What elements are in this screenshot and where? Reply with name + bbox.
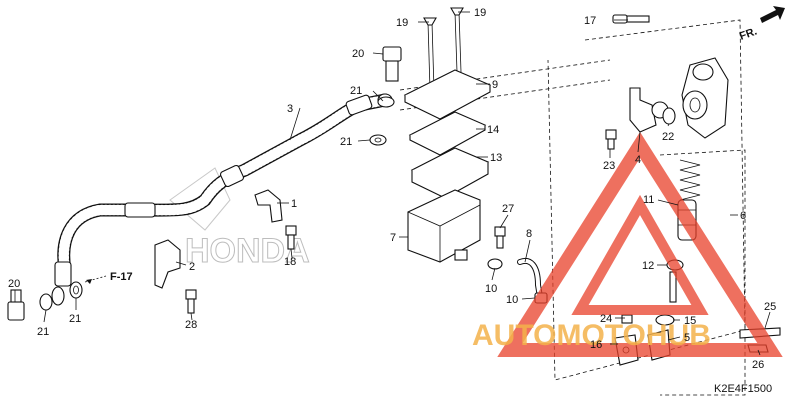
label-part-9: 9 bbox=[492, 79, 498, 91]
label-part-8: 8 bbox=[526, 228, 532, 240]
background-brand-logo: HONDA bbox=[169, 167, 310, 271]
label-part-10-left: 10 bbox=[485, 283, 497, 295]
label-part-6: 6 bbox=[740, 210, 746, 222]
label-part-5: 5 bbox=[684, 332, 690, 344]
label-part-21-mid: 21 bbox=[340, 136, 352, 148]
label-part-24: 24 bbox=[600, 313, 612, 325]
label-part-26: 26 bbox=[752, 359, 764, 371]
hose-clamps bbox=[154, 189, 297, 314]
label-part-21-right: 21 bbox=[69, 313, 81, 325]
label-part-21-left: 21 bbox=[37, 326, 49, 338]
watermark-text: AUTOMOTOHUB bbox=[472, 319, 711, 352]
leader-lines bbox=[14, 11, 771, 356]
direction-label: FR. bbox=[738, 25, 759, 42]
label-part-4: 4 bbox=[635, 154, 641, 166]
label-part-15: 15 bbox=[684, 315, 696, 327]
label-part-10-right: 10 bbox=[506, 294, 518, 306]
label-part-13: 13 bbox=[490, 152, 502, 164]
brake-hose bbox=[54, 93, 393, 287]
label-part-25: 25 bbox=[764, 301, 776, 313]
part-labels: 3 1 2 18 28 21 21 20 20 21 21 19 19 9 14… bbox=[8, 7, 776, 371]
label-part-19-left: 19 bbox=[396, 17, 408, 29]
label-part-27: 27 bbox=[502, 203, 514, 215]
label-part-2: 2 bbox=[189, 261, 195, 273]
label-part-28: 28 bbox=[185, 319, 197, 331]
reference-label: F-17 bbox=[110, 271, 133, 283]
label-part-22: 22 bbox=[662, 131, 674, 143]
label-part-19-right: 19 bbox=[474, 7, 486, 19]
label-part-1: 1 bbox=[291, 198, 297, 210]
master-cylinder bbox=[605, 14, 729, 150]
direction-indicator: FR. bbox=[738, 6, 785, 43]
diagram-code: K2E4F1500 bbox=[714, 383, 772, 395]
label-part-11: 11 bbox=[643, 194, 654, 206]
label-part-7: 7 bbox=[390, 232, 396, 244]
label-part-18: 18 bbox=[284, 256, 296, 268]
reference-marker: F-17 bbox=[84, 271, 133, 284]
watermark: AUTOMOTOHUB bbox=[472, 131, 783, 357]
label-part-16: 16 bbox=[590, 339, 602, 351]
label-part-20-bottom: 20 bbox=[8, 278, 20, 290]
label-part-12: 12 bbox=[642, 260, 654, 272]
label-part-14: 14 bbox=[487, 124, 499, 136]
label-part-3: 3 bbox=[287, 103, 293, 115]
reservoir-assembly bbox=[403, 7, 492, 263]
label-part-20-top: 20 bbox=[352, 48, 364, 60]
label-part-23: 23 bbox=[603, 160, 615, 172]
hose-upper-fittings bbox=[369, 46, 402, 146]
label-part-21-top: 21 bbox=[350, 85, 362, 97]
label-part-17: 17 bbox=[584, 15, 596, 27]
